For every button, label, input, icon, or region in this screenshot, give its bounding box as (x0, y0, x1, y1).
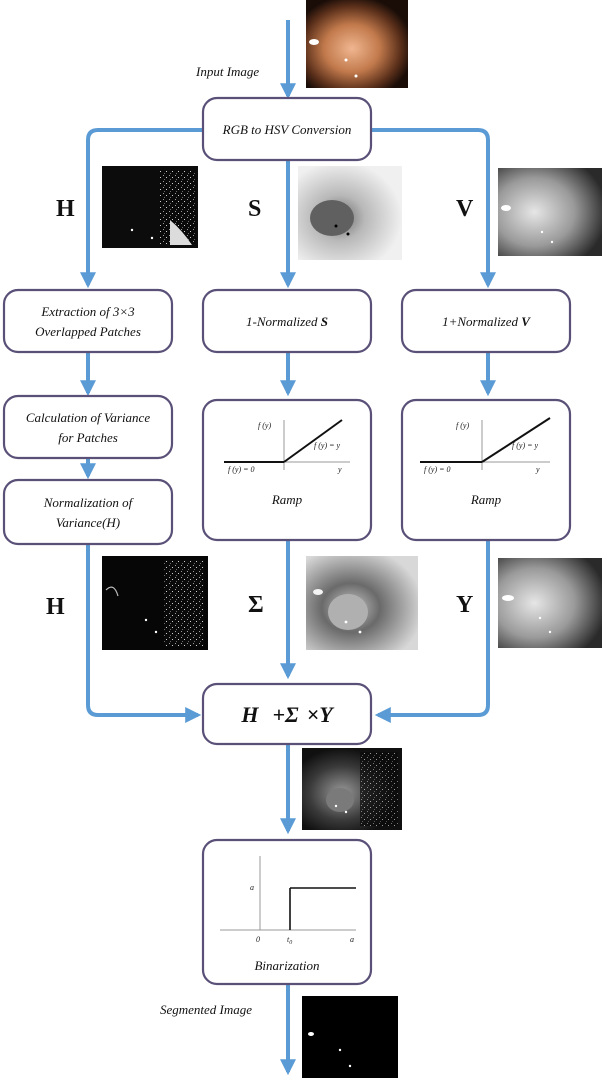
ramp-v-label: Ramp (470, 492, 502, 507)
normalized-s-label: 1-Normalized S (246, 314, 328, 329)
extraction-line1: Extraction of 3×3 (40, 304, 135, 319)
ramp-s-y: y (337, 465, 342, 474)
segmented-image-label: Segmented Image (160, 1002, 252, 1017)
normalized-v-box (400, 288, 572, 354)
y-image (498, 558, 602, 648)
v-channel-letter: V (456, 196, 474, 222)
extraction-line2: Overlapped Patches (35, 324, 141, 339)
normalization-line1: Normalization of (43, 495, 135, 510)
ramp-s-fy-y: f (y) = y (314, 441, 341, 450)
combine-formula: H+Σ×Y (240, 702, 335, 727)
normalized-v-label: 1+Normalized V (442, 314, 531, 329)
ramp-v-fy: f (y) (456, 421, 469, 430)
segmented-image (302, 996, 398, 1078)
ramp-s-label: Ramp (271, 492, 303, 507)
ramp-s-plot: f (y) f (y) = 0 f (y) = y y (224, 419, 350, 474)
combine-box (201, 682, 373, 746)
ramp-v-box (400, 398, 572, 542)
normalized-s-box (201, 288, 373, 354)
binarization-label: Binarization (254, 958, 319, 973)
ramp-s-box (201, 398, 373, 542)
rgb-hsv-label: RGB to HSV Conversion (222, 122, 352, 137)
h-variance-image (102, 556, 208, 650)
s-channel-letter: S (248, 196, 261, 222)
binarization-box (201, 838, 373, 986)
normalization-box (2, 478, 174, 546)
sigma-image (306, 556, 418, 650)
extraction-box (2, 288, 174, 354)
variance-box (2, 394, 174, 460)
binarization-plot: a 0 t0 a (220, 856, 356, 946)
ramp-s-fy: f (y) (258, 421, 271, 430)
ramp-s-fy-zero: f (y) = 0 (228, 465, 255, 474)
input-image-label: Input Image (195, 64, 259, 79)
ramp-v-plot: f (y) f (y) = 0 f (y) = y y (420, 417, 551, 474)
h-output-letter: H (46, 594, 65, 620)
variance-line2: for Patches (58, 430, 118, 445)
bin-x: a (350, 935, 354, 944)
combined-image (302, 748, 402, 830)
y-output-letter: Y (456, 592, 473, 618)
bin-zero: 0 (256, 935, 260, 944)
s-channel-image (298, 166, 402, 260)
ramp-v-fy-y: f (y) = y (512, 441, 539, 450)
sigma-output-letter: Σ (248, 592, 264, 618)
bin-t0: t0 (287, 935, 292, 946)
v-channel-image (498, 168, 602, 256)
ramp-v-fy-zero: f (y) = 0 (424, 465, 451, 474)
variance-line1: Calculation of Variance (26, 410, 150, 425)
bin-a-y: a (250, 883, 254, 892)
rgb-hsv-box (201, 96, 373, 162)
ramp-v-y: y (535, 465, 540, 474)
h-channel-image (102, 166, 198, 248)
arrows (80, 20, 496, 1076)
normalization-line2: Variance(H) (56, 515, 120, 530)
input-image (306, 0, 408, 88)
h-channel-letter: H (56, 196, 75, 222)
